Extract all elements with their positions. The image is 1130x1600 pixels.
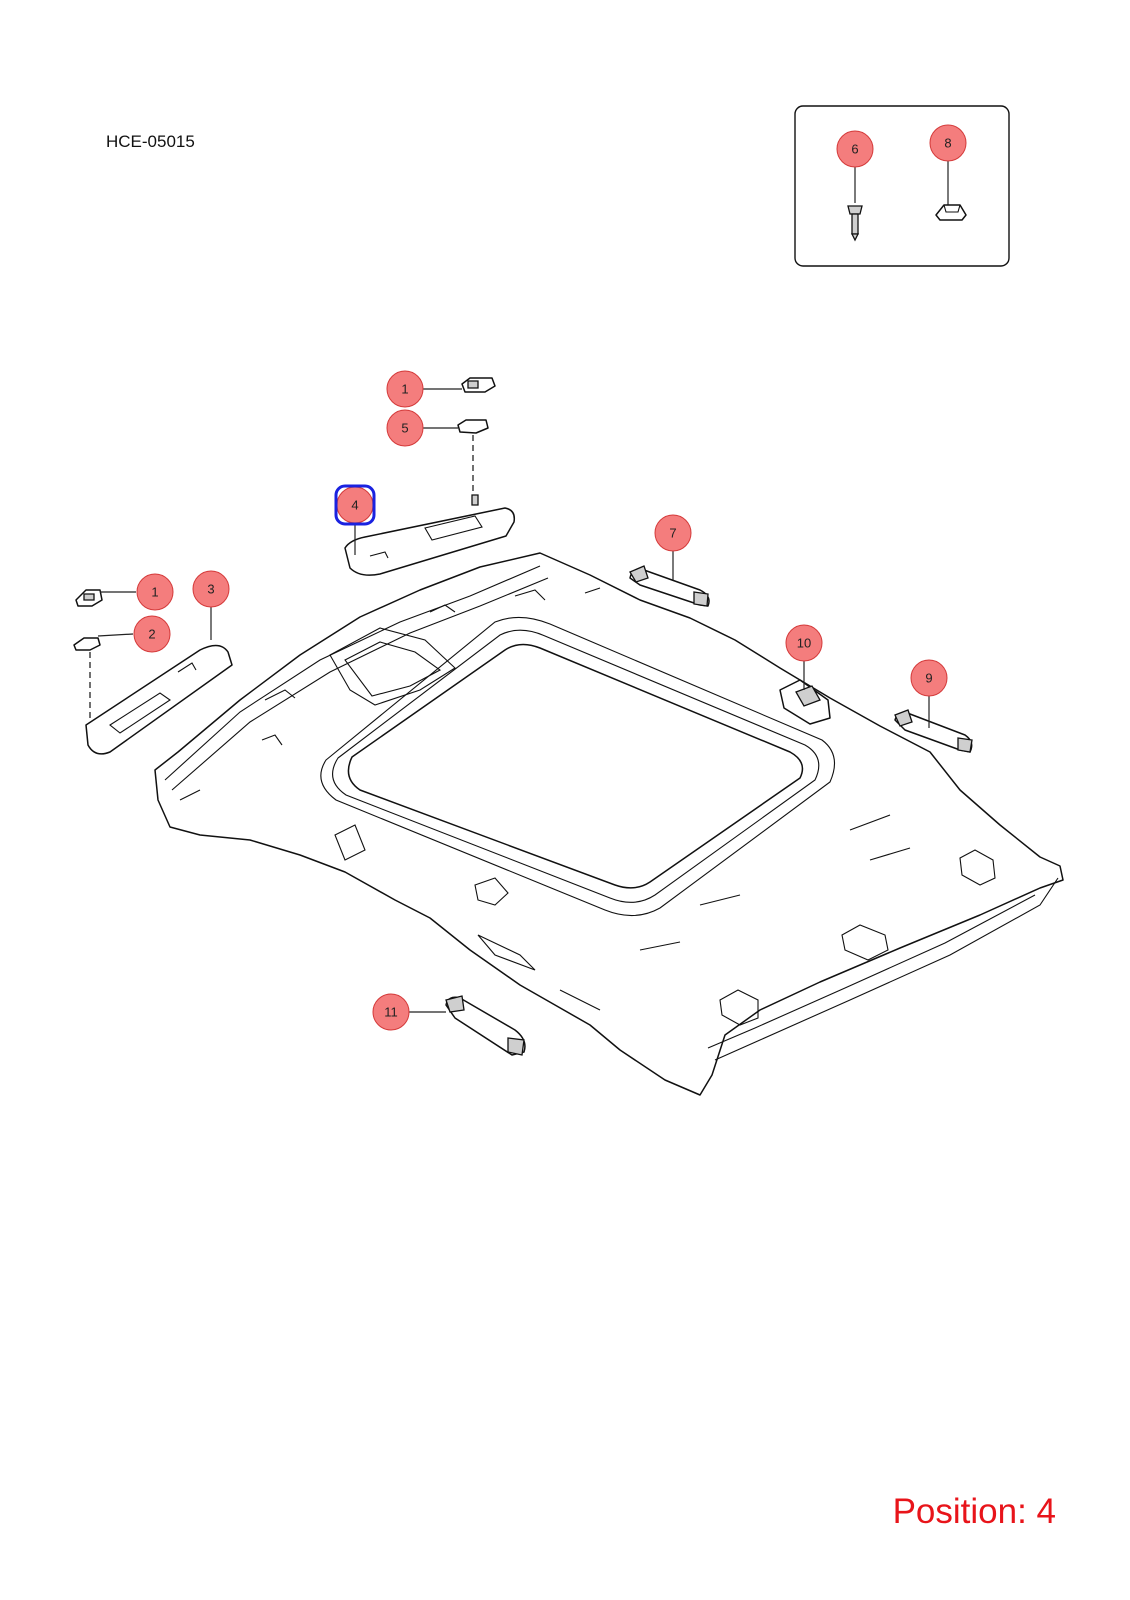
callout-1-top[interactable]: 1 — [386, 370, 424, 408]
headliner — [154, 552, 1064, 1096]
callout-label: 4 — [351, 498, 358, 513]
callout-label: 3 — [207, 582, 214, 597]
position-label: Position: 4 — [892, 1492, 1056, 1531]
diagram-code: HCE-05015 — [106, 132, 195, 151]
leader-lines — [97, 388, 930, 1013]
clip-part — [935, 160, 967, 221]
callout-label: 9 — [925, 671, 932, 686]
callout-7[interactable]: 7 — [654, 514, 692, 552]
callout-4[interactable]: 4 — [334, 484, 376, 526]
callout-label: 1 — [151, 585, 158, 600]
fastener-inset — [794, 105, 1010, 267]
callout-label: 7 — [669, 526, 676, 541]
visor-holder-top — [457, 377, 496, 493]
sun-visor-right — [344, 494, 516, 576]
screw-part — [847, 165, 863, 242]
grab-handle-7 — [629, 565, 710, 607]
grab-handle-9 — [894, 709, 973, 753]
callout-11[interactable]: 11 — [372, 993, 410, 1031]
grab-handle-11 — [445, 995, 526, 1056]
callout-label: 6 — [851, 142, 858, 157]
callout-9[interactable]: 9 — [910, 659, 948, 697]
callout-label: 5 — [401, 421, 408, 436]
callout-label: 11 — [384, 1005, 398, 1020]
callout-5[interactable]: 5 — [386, 409, 424, 447]
callout-label: 2 — [148, 627, 155, 642]
callout-label: 8 — [944, 136, 951, 151]
callout-2[interactable]: 2 — [133, 615, 171, 653]
callout-6[interactable]: 6 — [836, 130, 874, 168]
callout-3[interactable]: 3 — [192, 570, 230, 608]
sun-visor-left — [85, 644, 233, 755]
dome-lamp-10 — [779, 679, 831, 725]
selected-highlight — [334, 484, 376, 526]
callout-label: 1 — [401, 382, 408, 397]
visor-holder-left — [73, 589, 103, 720]
callout-1-left[interactable]: 1 — [136, 573, 174, 611]
callout-10[interactable]: 10 — [785, 624, 823, 662]
callout-label: 10 — [797, 636, 811, 651]
callout-8[interactable]: 8 — [929, 124, 967, 162]
